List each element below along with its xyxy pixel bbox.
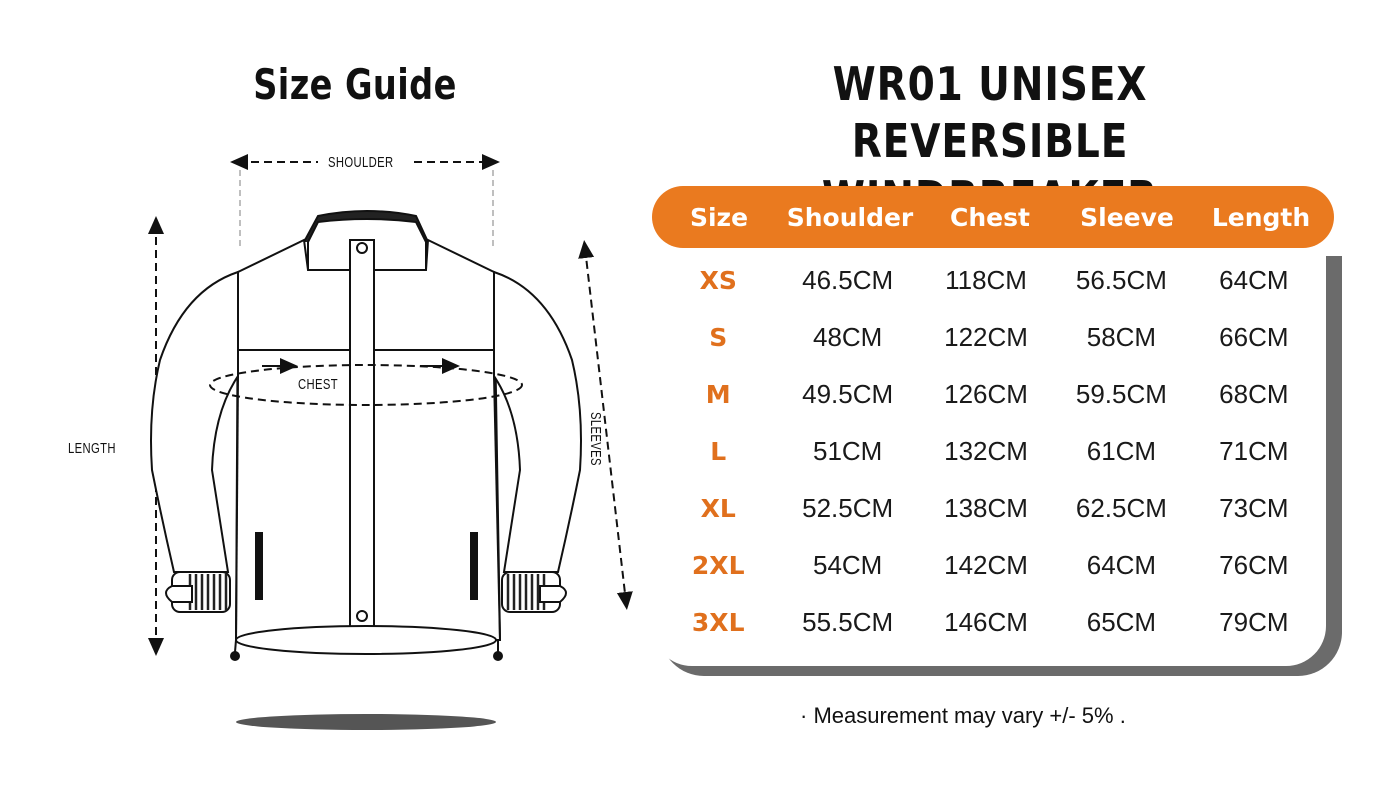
product-title-line-1: WR01 UNISEX REVERSIBLE [832, 57, 1148, 168]
jacket-outline-icon [148, 154, 633, 730]
jacket-diagram: SHOULDER CHEST LENGTH SLEEVES [0, 140, 660, 740]
chest-label: CHEST [298, 376, 339, 393]
cell-chest: 142CM [944, 550, 1028, 580]
table-rows: XS 46.5CM 118CM 56.5CM 64CM S 48CM 122CM… [652, 252, 1326, 651]
cell-sleeve: 62.5CM [1075, 493, 1167, 523]
cell-shoulder: 54CM [812, 550, 883, 580]
cell-size: XL [700, 494, 736, 523]
cell-chest: 126CM [944, 379, 1028, 409]
cell-chest: 118CM [945, 265, 1027, 295]
cell-sleeve: 58CM [1086, 322, 1157, 352]
cell-length: 71CM [1219, 436, 1289, 466]
cell-sleeve: 61CM [1086, 436, 1157, 466]
cell-length: 79CM [1219, 607, 1289, 637]
cell-shoulder: 52.5CM [802, 493, 894, 523]
cell-size: L [710, 437, 727, 466]
table-row: L 51CM 132CM 61CM 71CM [652, 423, 1326, 480]
cell-chest: 122CM [944, 322, 1028, 352]
table-row: XS 46.5CM 118CM 56.5CM 64CM [652, 252, 1326, 309]
cell-sleeve: 56.5CM [1075, 265, 1167, 295]
cell-length: 68CM [1219, 379, 1289, 409]
cell-chest: 132CM [944, 436, 1028, 466]
cell-shoulder: 46.5CM [802, 265, 894, 295]
cell-length: 76CM [1219, 550, 1289, 580]
table-row: 3XL 55.5CM 146CM 65CM 79CM [652, 594, 1326, 651]
cell-shoulder: 48CM [812, 322, 883, 352]
table-row: XL 52.5CM 138CM 62.5CM 73CM [652, 480, 1326, 537]
table-row: 2XL 54CM 142CM 64CM 76CM [652, 537, 1326, 594]
measurement-note: · Measurement may vary +/- 5% . [800, 703, 1126, 728]
size-guide-title: Size Guide [253, 60, 457, 109]
cell-sleeve: 64CM [1086, 550, 1157, 580]
cell-chest: 146CM [944, 607, 1028, 637]
size-table: Size Shoulder Chest Sleeve Length XS 46.… [652, 186, 1342, 676]
header-size: Size [689, 202, 749, 232]
table-row: M 49.5CM 126CM 59.5CM 68CM [652, 366, 1326, 423]
cell-shoulder: 55.5CM [802, 607, 894, 637]
length-label: LENGTH [68, 440, 116, 457]
cell-chest: 138CM [944, 493, 1028, 523]
header-sleeve: Sleeve [1080, 202, 1174, 232]
cell-sleeve: 59.5CM [1075, 379, 1167, 409]
header-chest: Chest [950, 202, 1030, 232]
cell-size: M [705, 380, 731, 409]
sleeves-label: SLEEVES [587, 412, 604, 466]
cell-length: 64CM [1219, 265, 1289, 295]
table-header: Size Shoulder Chest Sleeve Length [652, 186, 1334, 248]
cell-size: 2XL [691, 551, 745, 580]
cell-shoulder: 49.5CM [802, 379, 894, 409]
table-row: S 48CM 122CM 58CM 66CM [652, 309, 1326, 366]
cell-size: XS [699, 266, 737, 295]
cell-size: S [709, 323, 728, 352]
cell-sleeve: 65CM [1086, 607, 1157, 637]
header-shoulder: Shoulder [786, 202, 914, 232]
cell-shoulder: 51CM [812, 436, 883, 466]
header-length: Length [1211, 202, 1311, 232]
cell-length: 66CM [1219, 322, 1289, 352]
cell-length: 73CM [1219, 493, 1289, 523]
table-body [652, 248, 1326, 666]
cell-size: 3XL [691, 608, 745, 637]
shoulder-label: SHOULDER [328, 154, 394, 171]
